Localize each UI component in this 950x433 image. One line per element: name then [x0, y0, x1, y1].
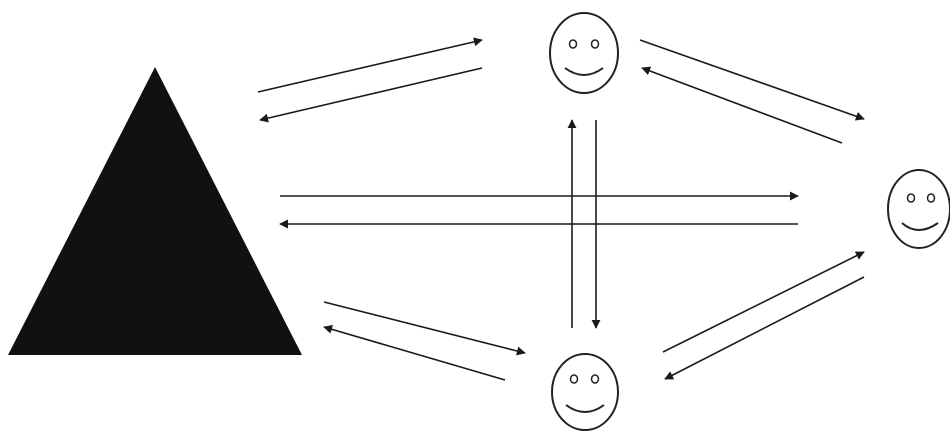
person-bottom-face-icon: [551, 353, 619, 431]
arrow-top-to-pyramid: [259, 67, 483, 123]
person-top-face-icon: [549, 12, 619, 94]
arrow-right-to-bottom: [664, 276, 865, 380]
arrow-bottom-to-right: [662, 251, 865, 353]
arrow-top-to-right: [639, 39, 865, 121]
arrow-bottom-to-pyramid: [323, 324, 506, 381]
person-right-face-icon: [887, 169, 950, 249]
pyramid-triangle: [8, 67, 302, 355]
arrow-pyramid-to-bottom: [323, 301, 526, 356]
arrow-right-to-top: [641, 66, 843, 144]
arrow-pyramid-to-top: [257, 37, 483, 93]
